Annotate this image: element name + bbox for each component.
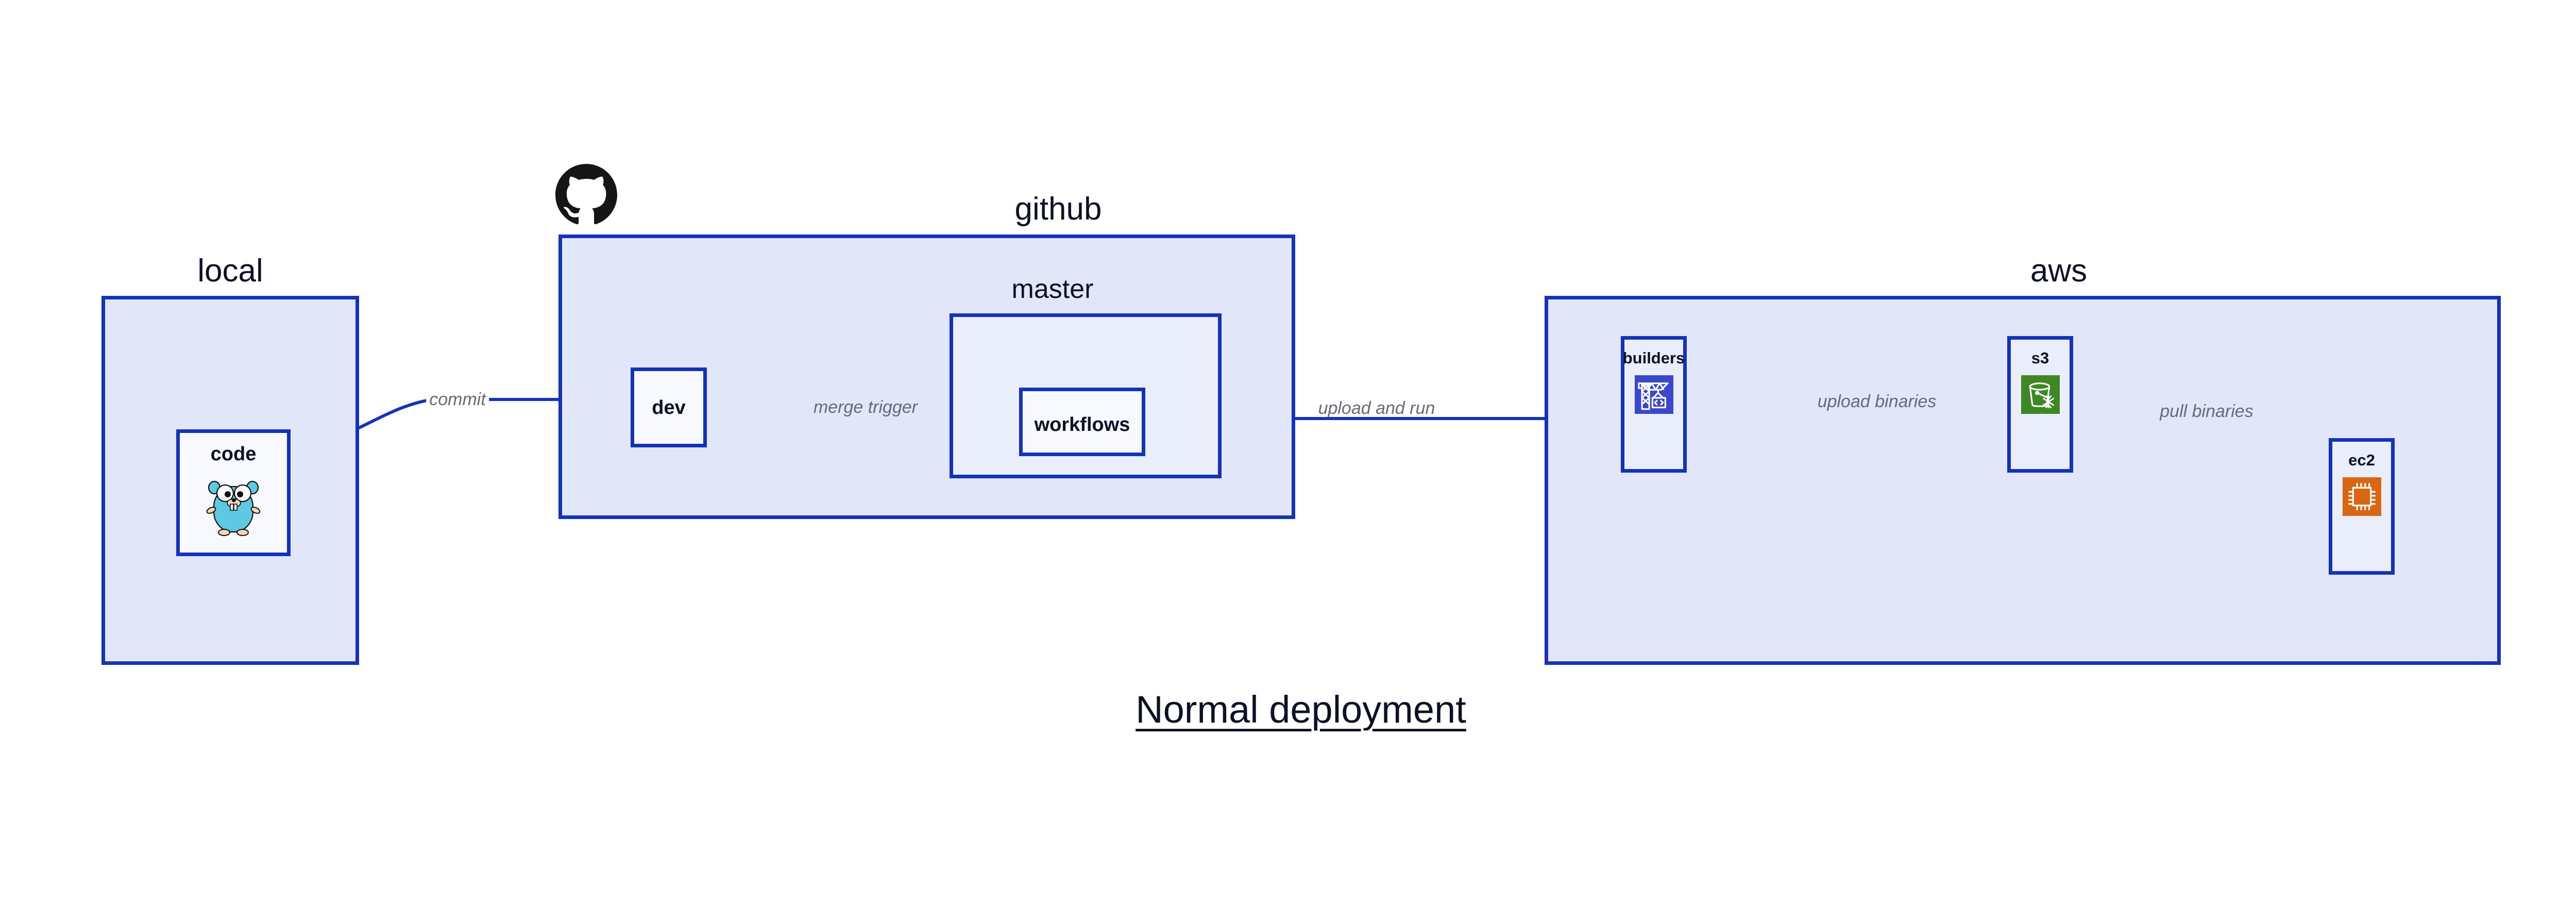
group-label-master: master [1011,274,1094,304]
github-octocat-logo [555,164,617,228]
aws-codebuild-crane-icon [1634,375,1673,416]
node-workflows[interactable]: workflows [1019,388,1145,456]
node-ec2[interactable]: ec2 [2329,438,2395,575]
node-builders[interactable]: builders [1621,336,1687,473]
go-gopher-icon [205,471,262,540]
node-dev[interactable]: dev [631,368,707,447]
node-label-code: code [210,443,257,465]
aws-s3-glacier-bucket-icon [2021,375,2060,416]
diagram-title: Normal deployment [1136,688,1466,731]
node-label-s3: s3 [2031,349,2049,367]
node-s3[interactable]: s3 [2007,336,2073,473]
edge-label-upload-binaries: upload binaries [1814,393,1940,410]
node-label-workflows: workflows [1034,414,1130,436]
node-label-dev: dev [652,397,686,419]
node-code[interactable]: code [176,429,291,556]
aws-ec2-chip-icon [2342,477,2381,519]
edge-label-pull-binaries: pull binaries [2157,403,2257,420]
node-label-builders: builders [1622,349,1685,367]
group-label-aws: aws [2030,253,2088,289]
edge-label-merge-trigger: merge trigger [810,398,921,416]
group-label-github: github [1014,191,1102,227]
edge-label-commit: commit [426,391,489,408]
node-label-ec2: ec2 [2348,451,2375,469]
edge-label-upload-and-run: upload and run [1315,399,1438,417]
group-label-local: local [197,253,263,289]
